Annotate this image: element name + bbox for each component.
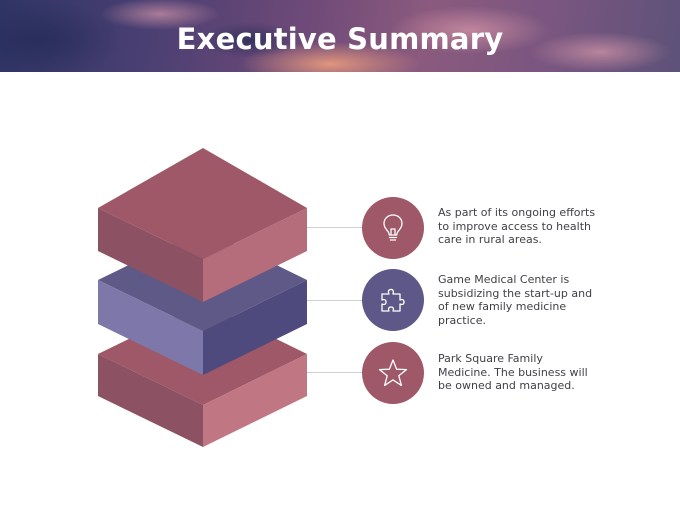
puzzle-circle	[362, 269, 424, 331]
item-2-text: Game Medical Center is subsidizing the s…	[438, 273, 593, 327]
connector-line-2	[307, 300, 363, 301]
puzzle-piece-icon	[381, 288, 405, 312]
star-icon	[378, 359, 408, 387]
item-3-text: Park Square Family Medicine. The busines…	[438, 352, 588, 393]
top-layer-block	[98, 148, 307, 302]
page-title: Executive Summary	[176, 22, 504, 56]
item-1-text: As part of its ongoing efforts to improv…	[438, 206, 596, 247]
connector-line-1	[307, 227, 363, 228]
lightbulb-icon	[383, 214, 403, 241]
lightbulb-circle	[362, 197, 424, 259]
connector-line-3	[307, 372, 363, 373]
header-banner: Executive Summary	[0, 0, 680, 72]
star-circle	[362, 342, 424, 404]
sunset-sky-image	[0, 0, 670, 72]
